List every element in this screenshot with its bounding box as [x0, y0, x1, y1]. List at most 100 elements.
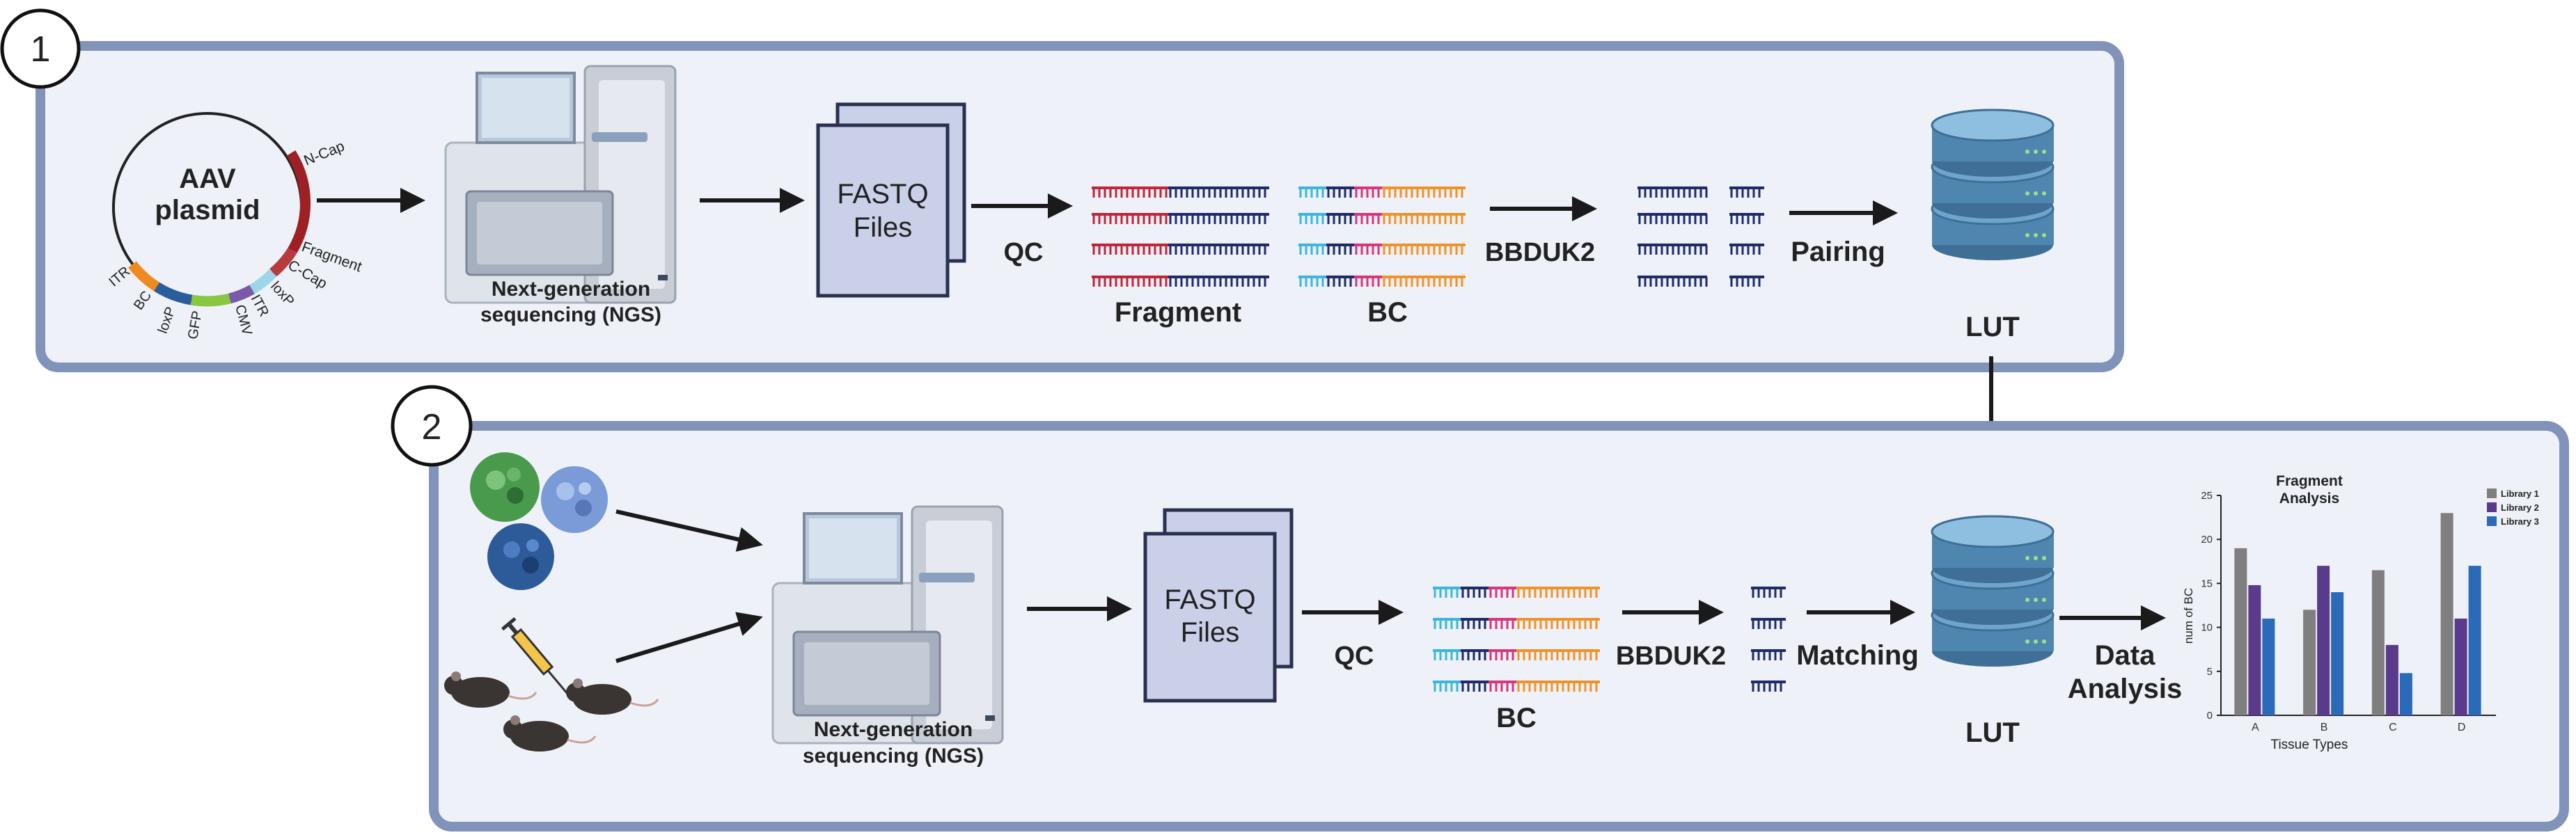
- data-analysis-label-1: Data: [2095, 640, 2155, 671]
- trimmed-fragment-read: [1638, 186, 1708, 198]
- bbduk-label-1: BBDUK2: [1485, 238, 1595, 267]
- bc-read: [1433, 649, 1600, 660]
- matching-label: Matching: [1796, 640, 1919, 671]
- chart-bar: [2234, 548, 2247, 715]
- chart-bar: [2454, 618, 2467, 715]
- chart-legend-label: Library 1: [2501, 488, 2539, 499]
- trimmed-bc-read: [1751, 649, 1786, 660]
- chart-legend-swatch: [2487, 516, 2497, 526]
- bc-reads-1: [1298, 186, 1466, 287]
- bc-read: [1433, 587, 1600, 598]
- cap-segment: [286, 150, 311, 253]
- cmv-segment: [228, 285, 255, 304]
- ngs-label-1-line2: sequencing (NGS): [480, 303, 661, 326]
- bc-read: [1298, 276, 1466, 287]
- chart-x-tick-label: A: [2252, 722, 2259, 733]
- bc-label-1: BC: [1367, 297, 1408, 328]
- step-1-number: 1: [31, 29, 51, 70]
- panel-1-frame: [36, 41, 2124, 372]
- pairing-label: Pairing: [1791, 237, 1885, 267]
- chart-y-tick-label: 20: [2201, 534, 2213, 546]
- bc-segment: [154, 282, 193, 305]
- fragment-analysis-chart: Fragment Analysis Tissue Types num of BC…: [2182, 473, 2539, 752]
- arrow-mice-to-ngs: [615, 612, 763, 663]
- chart-x-tick-label: B: [2320, 722, 2328, 733]
- bc-reads-2: [1433, 587, 1600, 692]
- qc-label-1: QC: [1004, 238, 1044, 267]
- trimmed-bc-read: [1751, 618, 1786, 629]
- bc-read: [1433, 618, 1600, 629]
- plasmid-title-1: AAV: [179, 164, 236, 194]
- trimmed-reads-2: [1751, 587, 1786, 692]
- chart-bar: [2440, 513, 2453, 715]
- chart-bar: [2248, 584, 2261, 715]
- bc-read: [1298, 244, 1466, 255]
- chart-title-line1: Fragment: [2276, 473, 2343, 489]
- trimmed-bc-read: [1751, 587, 1786, 598]
- gfp-segment: [190, 293, 231, 307]
- sequencer-icon-2: [771, 505, 1004, 745]
- step-1-badge: [0, 8, 81, 89]
- chart-legend-swatch: [2487, 488, 2497, 498]
- step-2-badge: [391, 385, 473, 467]
- trimmed-bc-read: [1729, 213, 1764, 224]
- fragment-read: [1092, 276, 1269, 287]
- chart-x-tick-label: D: [2458, 722, 2466, 733]
- chart-legend-swatch: [2487, 502, 2497, 512]
- lut-label-2: LUT: [1965, 717, 2020, 748]
- step-2-number: 2: [422, 407, 442, 447]
- chart-y-tick-label: 10: [2201, 622, 2213, 634]
- chart-y-axis-label: num of BC: [2182, 588, 2195, 644]
- trimmed-bc-read: [1729, 244, 1764, 255]
- bc-read: [1433, 681, 1600, 692]
- chart-y-tick-label: 0: [2207, 710, 2213, 722]
- chart-legend-label: Library 2: [2501, 502, 2539, 513]
- fastq-label-2-line1: FASTQ: [1164, 584, 1255, 615]
- lut-label-1: LUT: [1965, 312, 2020, 342]
- ngs-label-2-line1: Next-generation: [814, 718, 973, 741]
- mice-injection-icon: [444, 617, 659, 752]
- ngs-label-2-line2: sequencing (NGS): [803, 745, 984, 768]
- fragment-segment: [269, 247, 297, 277]
- virus-capsids-icon: [470, 452, 608, 590]
- database-icon-1: [1931, 109, 2055, 260]
- panel-1: 1 AAV plasmid N-Cap Fragment C-Cap loxP …: [0, 8, 2124, 372]
- chart-bar: [2399, 673, 2412, 715]
- chart-bar: [2468, 566, 2481, 715]
- chart-bar: [2371, 570, 2385, 715]
- bc-read: [1298, 213, 1466, 224]
- plasmid-title-2: plasmid: [155, 195, 260, 225]
- fragment-read: [1092, 186, 1269, 198]
- chart-x-tick-label: C: [2389, 722, 2397, 733]
- chart-bar: [2303, 610, 2316, 715]
- ngs-label-1-line1: Next-generation: [492, 278, 650, 301]
- itr-segment-right: [249, 269, 277, 294]
- trimmed-bc-read: [1751, 681, 1786, 692]
- trimmed-fragment-read: [1638, 276, 1708, 287]
- trimmed-reads-1: [1638, 186, 1764, 287]
- arrow-capsids-to-ngs: [615, 509, 763, 552]
- fastq-label-1-line1: FASTQ: [837, 179, 928, 209]
- fragment-read: [1092, 213, 1269, 224]
- itr-segment-left: [128, 261, 160, 292]
- trimmed-bc-read: [1729, 186, 1764, 198]
- chart-y-tick-label: 25: [2201, 490, 2213, 502]
- chart-x-axis-label: Tissue Types: [2271, 738, 2348, 752]
- chart-y-tick-label: 5: [2207, 666, 2213, 678]
- trimmed-fragment-read: [1638, 213, 1708, 224]
- panel-2: 2: [391, 385, 2569, 832]
- trimmed-bc-read: [1729, 276, 1764, 287]
- chart-bar: [2262, 618, 2275, 715]
- data-analysis-label-2: Analysis: [2068, 674, 2183, 704]
- bc-read: [1298, 186, 1466, 198]
- fastq-files-icon-2: [1143, 508, 1294, 703]
- database-icon-2: [1931, 515, 2055, 667]
- chart-bar: [2385, 644, 2398, 715]
- fastq-label-1-line2: Files: [854, 212, 912, 243]
- qc-label-2: QC: [1335, 642, 1374, 671]
- chart-bar: [2331, 592, 2344, 715]
- fragment-reads: [1092, 186, 1269, 287]
- sequencer-icon: [444, 65, 677, 304]
- chart-y-tick-label: 15: [2201, 578, 2213, 589]
